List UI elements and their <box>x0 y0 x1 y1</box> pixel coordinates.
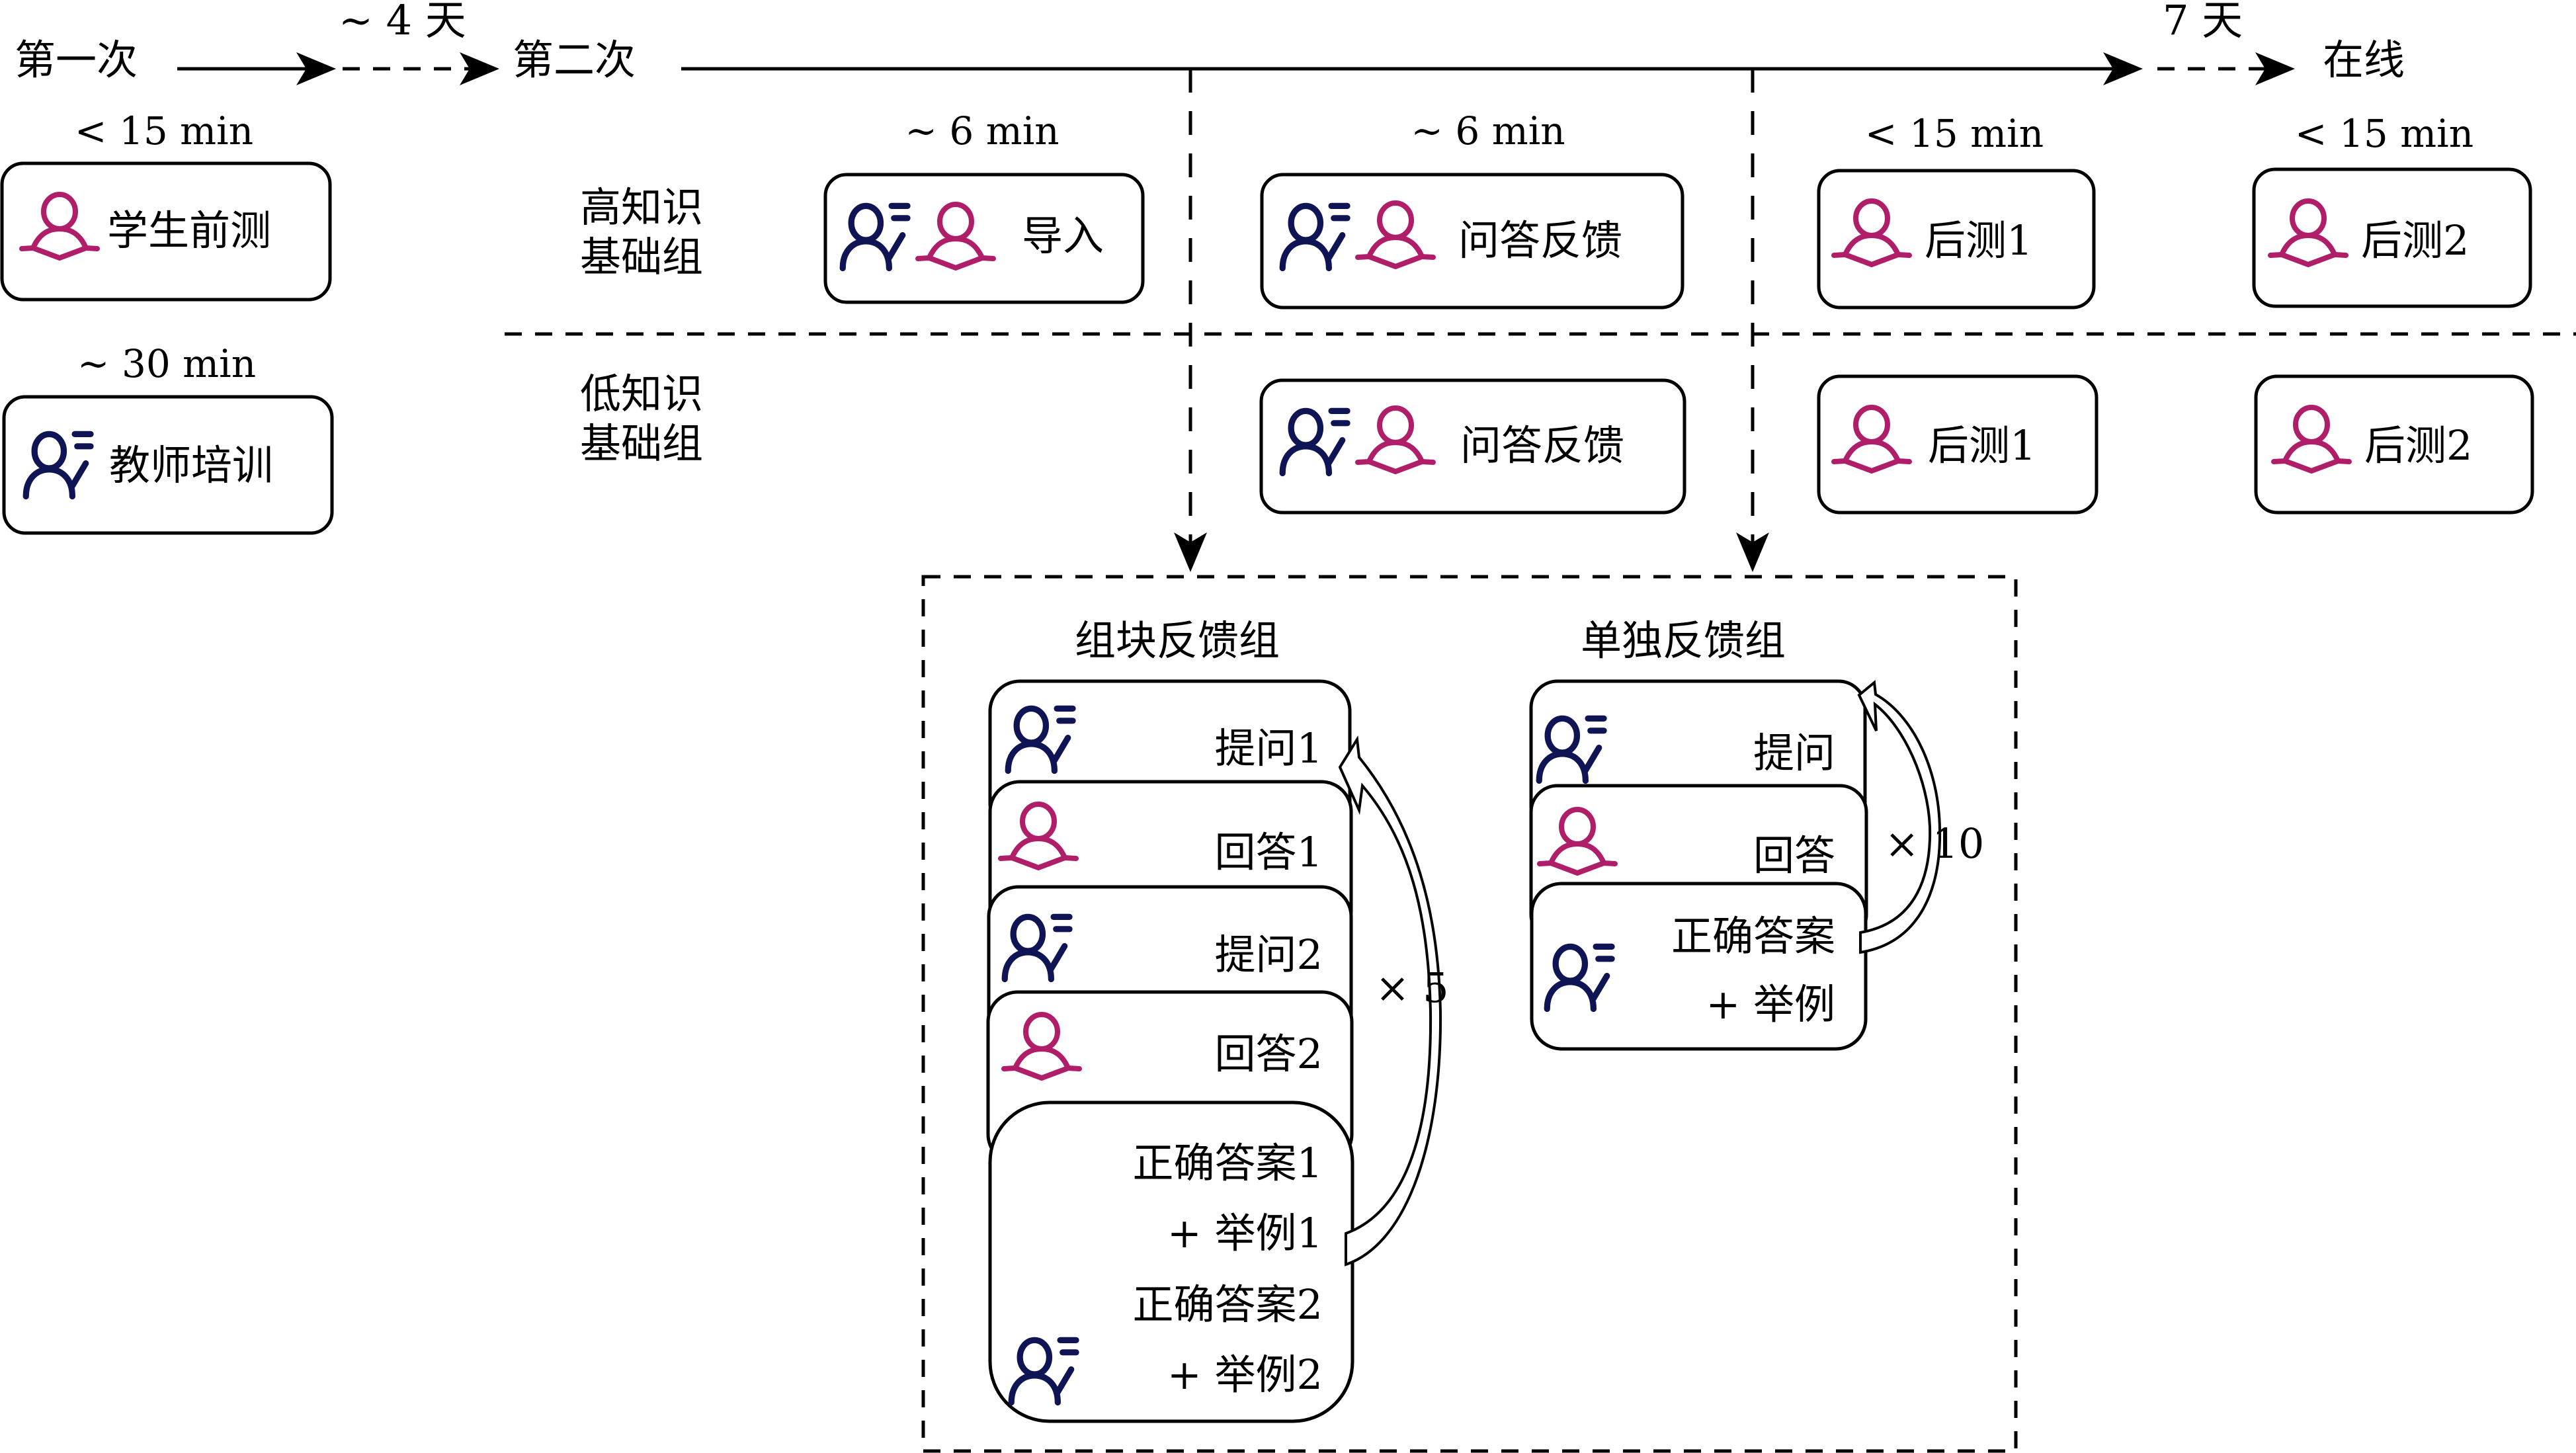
posttest1-label-high: 后测1 <box>1925 216 2032 265</box>
block-feedback-stack: 提问1 回答1 提问2 回答2 正确答案1 + 举例1 正确答案2 + 举例2 <box>986 679 1354 1423</box>
posttest2-label-high: 后测2 <box>2361 216 2469 265</box>
single-repeat-arrow <box>1857 680 1942 954</box>
block-final-card: 正确答案1 + 举例1 正确答案2 + 举例2 <box>988 1100 1354 1423</box>
qa-card-high: 问答反馈 <box>1260 173 1684 310</box>
gap2-label: 7 天 <box>2163 0 2243 44</box>
single-final-line: 正确答案 <box>1671 912 1835 960</box>
gap1-label: ~ 4 天 <box>339 0 466 44</box>
training-label: 教师培训 <box>109 441 273 489</box>
posttest2-card-high: 后测2 <box>2252 167 2532 308</box>
intro-label: 导入 <box>1022 212 1104 260</box>
single-repeat-label: × 10 <box>1885 819 1985 868</box>
block-step-label: 回答1 <box>1215 828 1323 876</box>
block-feedback-title: 组块反馈组 <box>1075 616 1280 665</box>
low-group-label-line2: 基础组 <box>580 419 703 468</box>
session1-label: 第一次 <box>15 36 138 84</box>
pretest-label: 学生前测 <box>107 206 271 255</box>
qa-card-low: 问答反馈 <box>1259 378 1686 515</box>
single-feedback-stack: 提问 回答 正确答案 + 举例 <box>1529 679 1868 1051</box>
low-group-label-line1: 低知识 <box>580 370 703 418</box>
intro-card-high: 导入 <box>823 173 1145 304</box>
pretest-duration: < 15 min <box>75 108 253 153</box>
block-step-label: 提问2 <box>1215 931 1323 979</box>
block-final-line: + 举例1 <box>1167 1209 1323 1257</box>
single-step-label: 提问 <box>1753 729 1835 777</box>
block-repeat-label: × 5 <box>1375 964 1448 1012</box>
qa-label-high: 问答反馈 <box>1458 216 1622 265</box>
intro-duration: ~ 6 min <box>905 108 1059 153</box>
qa-label-low: 问答反馈 <box>1460 421 1624 470</box>
posttest1-duration: < 15 min <box>1865 111 2044 156</box>
feedback-detail-box <box>921 575 2018 1453</box>
block-final-line: + 举例2 <box>1167 1350 1323 1399</box>
single-final-line: + 举例 <box>1706 980 1835 1028</box>
block-repeat-arrow <box>1338 735 1442 1266</box>
single-final-card: 正确答案 + 举例 <box>1530 882 1868 1051</box>
training-card: 教师培训 <box>2 395 334 535</box>
pretest-card: 学生前测 <box>0 161 332 302</box>
high-group-label-line1: 高知识 <box>580 183 703 231</box>
posttest1-card-high: 后测1 <box>1817 169 2096 310</box>
block-final-line: 正确答案1 <box>1133 1139 1323 1187</box>
single-step-label: 回答 <box>1753 831 1835 880</box>
session2-label: 第二次 <box>513 36 636 84</box>
block-step-label: 回答2 <box>1215 1030 1323 1078</box>
posttest1-label-low: 后测1 <box>1928 421 2036 470</box>
block-final-line: 正确答案2 <box>1133 1280 1323 1329</box>
posttest2-card-low: 后测2 <box>2254 374 2534 515</box>
posttest2-duration: < 15 min <box>2295 111 2473 156</box>
high-group-label-line2: 基础组 <box>580 233 703 281</box>
single-feedback-title: 单独反馈组 <box>1581 616 1786 665</box>
qa-duration: ~ 6 min <box>1411 108 1565 153</box>
posttest2-label-low: 后测2 <box>2364 421 2472 470</box>
online-label: 在线 <box>2323 36 2405 84</box>
block-step-label: 提问1 <box>1215 724 1323 772</box>
posttest1-card-low: 后测1 <box>1817 374 2098 515</box>
training-duration: ~ 30 min <box>77 341 256 386</box>
